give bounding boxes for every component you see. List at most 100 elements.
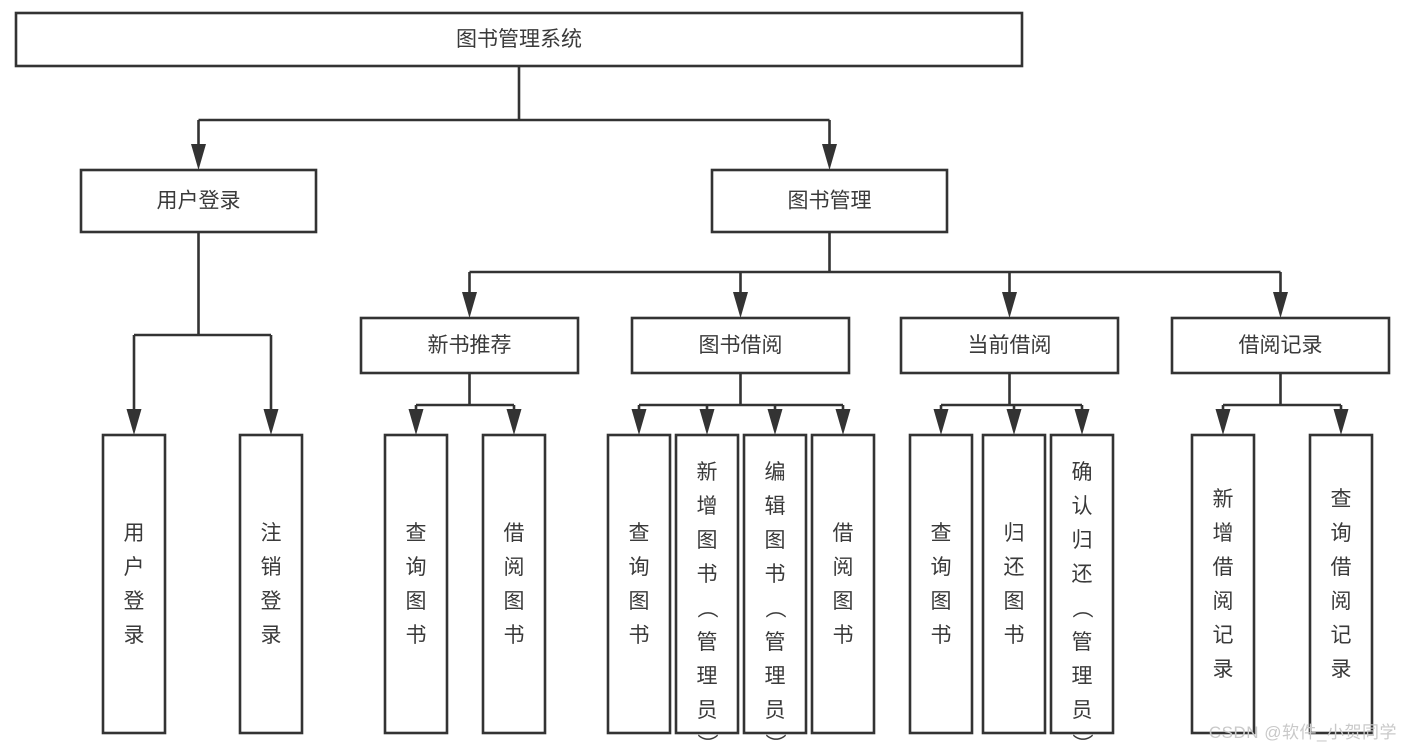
node-box[interactable]: [810, 433, 876, 735]
node-label: 新书推荐: [428, 334, 512, 357]
node-label-char: 管: [765, 631, 786, 654]
node-label-char: 录: [261, 624, 282, 647]
node-box[interactable]: [742, 433, 808, 735]
node-label-char: 书: [697, 563, 718, 586]
node-box[interactable]: [606, 433, 672, 735]
arrow-head-icon: [1215, 409, 1231, 435]
connector-group-book-borrow: [631, 373, 851, 435]
node-label-char: 图: [504, 590, 525, 613]
node-new-book-rec[interactable]: 新书推荐: [359, 316, 580, 375]
arrow-head-icon: [631, 409, 647, 435]
node-label-char: 查: [406, 522, 427, 545]
node-label: 图书借阅: [699, 334, 783, 357]
node-box[interactable]: [481, 433, 547, 735]
node-label-char: 员: [1072, 699, 1093, 722]
node-box[interactable]: [1170, 316, 1391, 375]
node-label-char: 图: [833, 590, 854, 613]
connector-group-current-borrow: [933, 373, 1090, 435]
node-label-char: 阅: [504, 556, 525, 579]
node-label-char: 理: [765, 665, 786, 688]
node-label-char: 查: [1331, 488, 1352, 511]
node-root[interactable]: 图书管理系统: [14, 11, 1024, 68]
node-label-char: ）: [763, 734, 786, 747]
node-label-char: 编: [765, 461, 786, 484]
node-label-char: 书: [931, 624, 952, 647]
arrow-head-icon: [191, 144, 206, 170]
node-label-char: 录: [124, 624, 145, 647]
node-label-char: （: [1070, 598, 1093, 619]
node-label-char: 询: [629, 556, 650, 579]
connectors-layer: [126, 66, 1349, 435]
node-label-char: 查: [931, 522, 952, 545]
node-label-char: 图: [765, 529, 786, 552]
node-label-char: 员: [697, 699, 718, 722]
node-box[interactable]: [1049, 433, 1115, 735]
node-label-char: 理: [1072, 665, 1093, 688]
node-box[interactable]: [981, 433, 1047, 735]
node-label-char: 询: [406, 556, 427, 579]
node-label-char: 图: [1004, 590, 1025, 613]
node-box[interactable]: [1308, 433, 1374, 735]
connector-group-user-login: [126, 232, 279, 435]
node-box[interactable]: [383, 433, 449, 735]
node-label-char: 询: [1331, 522, 1352, 545]
node-label-char: 借: [1213, 556, 1234, 579]
node-box[interactable]: [101, 433, 167, 735]
node-box[interactable]: [908, 433, 974, 735]
node-box[interactable]: [14, 11, 1024, 68]
node-box[interactable]: [238, 433, 304, 735]
node-label-char: 图: [406, 590, 427, 613]
node-label-char: ）: [695, 734, 718, 747]
arrow-head-icon: [263, 409, 279, 435]
node-label-char: ）: [1070, 734, 1093, 747]
node-label-char: 管: [1072, 631, 1093, 654]
node-label-char: 增: [1213, 522, 1234, 545]
node-user-login[interactable]: 用户登录: [79, 168, 318, 234]
arrow-head-icon: [1273, 292, 1288, 318]
node-label-char: 书: [833, 624, 854, 647]
node-label-char: 归: [1072, 529, 1093, 552]
node-label-char: 录: [1331, 658, 1352, 681]
node-label-char: 记: [1331, 624, 1352, 647]
node-label-char: （: [695, 598, 718, 619]
node-label: 图书管理系统: [456, 28, 582, 51]
node-label-char: 阅: [833, 556, 854, 579]
node-label-char: 借: [833, 522, 854, 545]
node-box[interactable]: [359, 316, 580, 375]
node-book-borrow[interactable]: 图书借阅: [630, 316, 851, 375]
node-leaf-user-login[interactable]: 用户登录: [101, 433, 167, 735]
node-label-char: 图: [629, 590, 650, 613]
node-box[interactable]: [1190, 433, 1256, 735]
node-label-char: 理: [697, 665, 718, 688]
node-label-char: （: [763, 598, 786, 619]
node-box[interactable]: [710, 168, 949, 234]
node-label: 当前借阅: [968, 334, 1052, 357]
node-borrow-record[interactable]: 借阅记录: [1170, 316, 1391, 375]
arrow-head-icon: [699, 409, 715, 435]
node-label-char: 借: [1331, 556, 1352, 579]
node-box[interactable]: [899, 316, 1120, 375]
node-label-char: 借: [504, 522, 525, 545]
node-box[interactable]: [674, 433, 740, 735]
node-label-char: 书: [504, 624, 525, 647]
node-box[interactable]: [630, 316, 851, 375]
node-current-borrow[interactable]: 当前借阅: [899, 316, 1120, 375]
node-label-char: 增: [697, 495, 718, 518]
arrow-head-icon: [506, 409, 522, 435]
arrow-head-icon: [126, 409, 142, 435]
node-box[interactable]: [79, 168, 318, 234]
node-label-char: 书: [765, 563, 786, 586]
node-book-manage[interactable]: 图书管理: [710, 168, 949, 234]
